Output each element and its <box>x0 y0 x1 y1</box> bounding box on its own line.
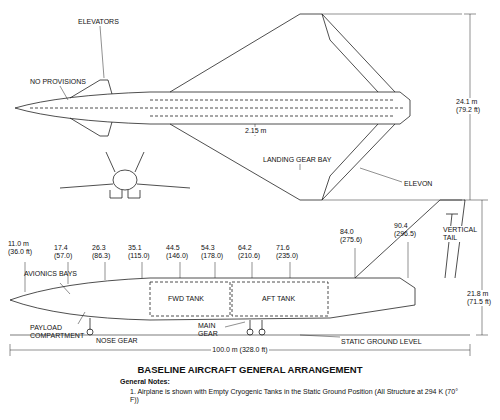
structure-line <box>30 100 405 116</box>
plan-fuselage <box>15 92 410 124</box>
annotation-label: VERTICAL TAIL <box>442 226 478 242</box>
wheel <box>259 329 265 335</box>
annotation-label: General Notes: <box>120 378 170 386</box>
annotation-label: 64.2 (210.6) <box>238 244 268 260</box>
dimension-line <box>322 14 476 200</box>
annotation-label: AFT TANK <box>262 295 295 303</box>
annotation-label: FWD TANK <box>168 295 204 303</box>
annotation-label: 1. Airplane is shown with Empty Cryogeni… <box>130 388 460 404</box>
plan-wing <box>170 14 395 92</box>
annotation-label: 44.5 (146.0) <box>166 244 196 260</box>
annotation-label: STATIC GROUND LEVEL <box>340 338 423 346</box>
title: BASELINE AIRCRAFT GENERAL ARRANGEMENT <box>137 364 362 375</box>
annotation-label: PAYLOAD COMPARTMENT <box>30 324 80 340</box>
annotation-label: 100.0 m (328.0 ft) <box>211 346 268 354</box>
front-wing <box>60 152 190 198</box>
dimension-line <box>476 200 488 335</box>
annotation-label: 35.1 (115.0) <box>128 244 158 260</box>
front-fuselage <box>113 170 137 190</box>
side-fuselage <box>10 278 415 320</box>
leader-line <box>60 26 402 182</box>
elevon-line <box>322 14 378 200</box>
annotation-label: ELEVATORS <box>78 18 119 26</box>
annotation-label: ELEVON <box>404 180 432 188</box>
annotation-label: 54.3 (178.0) <box>201 244 231 260</box>
annotation-label: MAIN GEAR <box>198 322 226 338</box>
annotation-label: NO PROVISIONS <box>30 78 86 86</box>
wheel <box>87 329 93 335</box>
annotation-label: 90.4 (296.5) <box>394 222 424 238</box>
annotation-label: AVIONICS BAYS <box>24 270 77 278</box>
annotation-label: 2.15 m <box>244 127 267 135</box>
aft-tank <box>232 282 328 316</box>
annotation-label: LANDING GEAR BAY <box>262 156 332 164</box>
annotation-label: 21.8 m (71.5 ft) <box>466 290 500 306</box>
annotation-label: 24.1 m (79.2 ft) <box>455 98 495 114</box>
annotation-label: 11.0 m (36.0 ft) <box>8 240 44 256</box>
wheel <box>247 329 253 335</box>
station-tick <box>25 242 408 292</box>
rudder-line <box>445 214 458 278</box>
leader-line <box>60 283 340 337</box>
annotation-label: 26.3 (86.3) <box>92 244 122 260</box>
annotation-label: 84.0 (275.6) <box>340 228 370 244</box>
plan-wing <box>170 124 395 200</box>
annotation-label: 71.6 (235.0) <box>276 244 306 260</box>
fwd-tank <box>150 282 230 316</box>
annotation-label: NOSE GEAR <box>96 337 138 345</box>
annotation-label: 17.4 (57.0) <box>54 244 84 260</box>
